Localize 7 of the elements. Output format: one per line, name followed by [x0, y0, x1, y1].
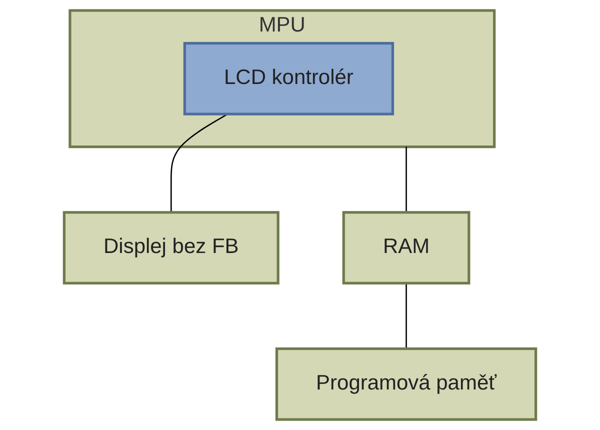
connector — [406, 283, 407, 349]
node-box: Displej bez FB — [62, 211, 280, 284]
connector — [406, 146, 407, 212]
node-box: Programová paměť — [275, 347, 538, 421]
node-box: LCD kontrolér — [183, 42, 394, 116]
node-box: RAM — [342, 211, 470, 284]
connector — [170, 113, 228, 212]
